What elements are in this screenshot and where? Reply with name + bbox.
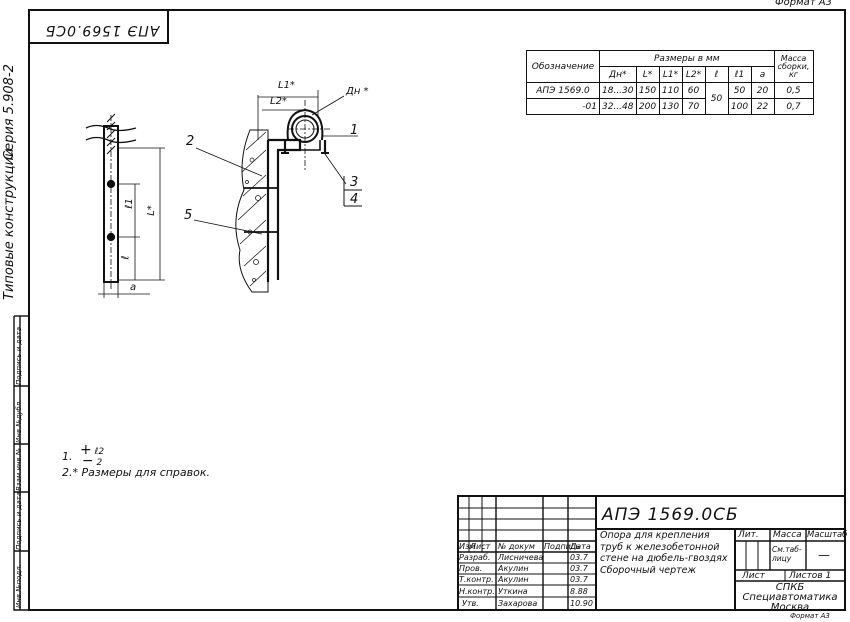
note-1-prefix: 1. xyxy=(62,450,73,463)
header-mass: Масса сборки, кг xyxy=(773,50,814,83)
strip-label-podpis-1: Подпись и дата xyxy=(15,492,23,550)
col-l1: ℓ1 xyxy=(727,66,752,83)
dimensions-table: Обозначение Размеры в мм Масса сборки, к… xyxy=(526,50,814,115)
tb-scale-value: — xyxy=(818,548,830,562)
col-L2: L2* xyxy=(681,66,706,83)
tb-mass-value: См.таб-лицу xyxy=(772,545,802,563)
note-1-fraction: + ℓ2 − 2 xyxy=(80,442,105,469)
bottom-format-label: Формат А3 xyxy=(790,612,830,620)
strip-label-podpis-2: Подпись и дата xyxy=(15,327,23,385)
strip-label-inv-podl: Инв.№подл. xyxy=(15,564,23,608)
tb-role-utv: Утв. xyxy=(462,599,479,608)
note-2: 2.* Размеры для справок. xyxy=(62,466,211,479)
note-1-frac-top: ℓ2 xyxy=(94,447,105,457)
header-designation: Обозначение xyxy=(526,50,600,83)
tb-sheets-label: Листов 1 xyxy=(789,571,832,581)
tb-head-list: Лист xyxy=(470,542,491,551)
tb-head-doc: № докум xyxy=(498,542,535,551)
tb-name-prov: Акулин xyxy=(498,564,529,573)
dim-label-a: a xyxy=(130,282,137,293)
side-view xyxy=(85,113,165,298)
callout-4: 4 xyxy=(350,192,359,207)
dim-label-dn: Дн * xyxy=(346,86,369,97)
section-view xyxy=(193,90,362,293)
note-1: 1. + ℓ2 − 2 xyxy=(62,442,105,469)
tb-head-izm: Изм xyxy=(459,542,476,551)
tb-date-tkontr: 03.7 xyxy=(570,575,588,584)
tb-date-razrab: 03.7 xyxy=(570,553,588,562)
sheet-border xyxy=(28,9,846,611)
tb-role-razrab: Разраб. xyxy=(459,553,491,562)
col-l: ℓ xyxy=(704,66,729,83)
side-title: Типовые конструкции xyxy=(2,148,17,300)
tb-role-prov: Пров. xyxy=(459,564,483,573)
tb-mass-header: Масса xyxy=(773,530,802,540)
dim-label-l1: ℓ1 xyxy=(123,198,135,209)
dim-label-L2: L2* xyxy=(270,96,287,107)
strip-label-inv-dubl: Инв.№дубл. xyxy=(15,399,23,443)
title-block-description: Опора для крепления труб к железобетонно… xyxy=(600,530,728,576)
tb-sheet-label: Лист xyxy=(742,571,765,581)
inverted-stamp-code: АПЭ 1569.0СБ xyxy=(44,22,160,38)
col-L: L* xyxy=(635,66,660,83)
format-label: Формат А3 xyxy=(775,0,832,8)
dim-label-L: L* xyxy=(145,205,157,216)
tb-date-nkontr: 8.88 xyxy=(570,587,588,596)
tb-scale-header: Масштаб xyxy=(807,530,848,540)
tb-name-nkontr: Уткина xyxy=(498,587,528,596)
callout-2: 2 xyxy=(186,134,195,149)
col-a: a xyxy=(750,66,775,83)
col-L1: L1* xyxy=(658,66,683,83)
table-row: АПЭ 1569.0 18...30 150 110 60 50 50 20 0… xyxy=(526,82,814,115)
tb-date-prov: 03.7 xyxy=(570,564,588,573)
tb-name-tkontr: Акулин xyxy=(498,575,529,584)
title-block-code: АПЭ 1569.0СБ xyxy=(602,505,739,525)
tb-lit-header: Лит. xyxy=(738,530,759,540)
dim-label-L1: L1* xyxy=(278,80,295,91)
strip-label-vzam-inv: Взам.инв.№ xyxy=(15,447,23,491)
tb-name-utv: Захарова xyxy=(498,599,538,608)
tb-date-utv: 10.90 xyxy=(570,599,593,608)
title-block-lines xyxy=(457,495,846,611)
tb-role-nkontr: Н.контр. xyxy=(459,587,495,596)
side-series: Серия 5.908-2 xyxy=(2,64,17,160)
stamp-box-top-left xyxy=(29,10,169,44)
tb-role-tkontr: Т.контр. xyxy=(459,575,494,584)
note-1-frac-bottom: 2 xyxy=(96,458,103,468)
tb-organization: СПКБ Специавтоматика Москва xyxy=(742,582,838,613)
table-row: -01 32...48 200 130 70 100 22 0,7 xyxy=(526,98,814,115)
callout-5: 5 xyxy=(184,208,193,223)
tb-name-razrab: Лисничева xyxy=(498,553,544,562)
callout-3: 3 xyxy=(350,175,359,190)
callout-1: 1 xyxy=(350,123,359,138)
tb-head-date: Дата xyxy=(570,542,591,551)
tb-head-sign: Подпись xyxy=(544,542,580,551)
header-dimensions: Размеры в мм xyxy=(599,50,775,67)
dim-label-l: ℓ xyxy=(120,255,132,260)
left-strip xyxy=(13,315,29,611)
col-dn: Дн* xyxy=(599,66,637,83)
